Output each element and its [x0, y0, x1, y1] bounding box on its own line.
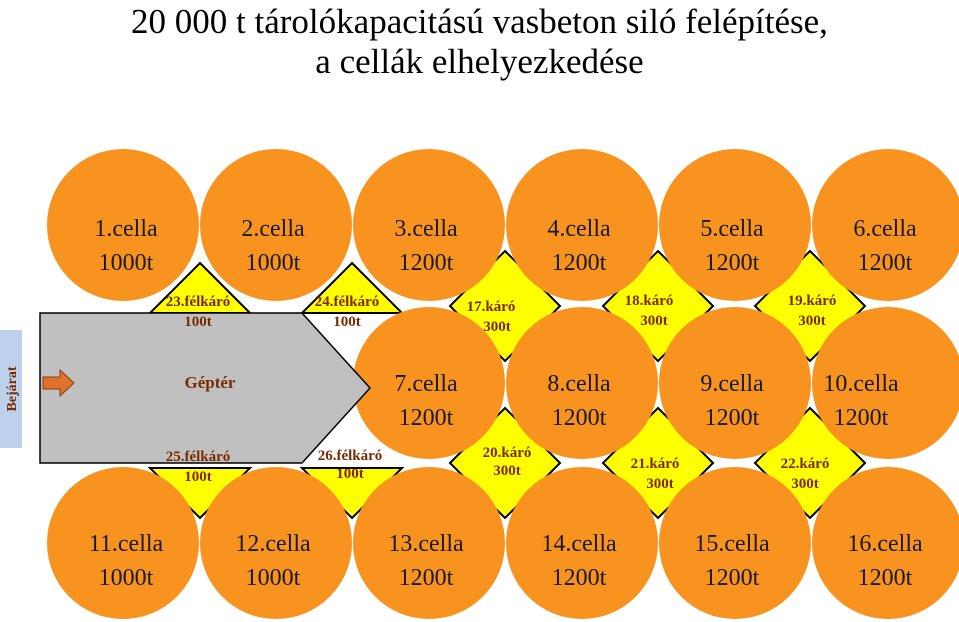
- label-layer: 1.cella 1000t 2.cella 1000t 3.cella 1200t 4.ce…: [5, 216, 923, 591]
- silo-cell: [353, 467, 505, 619]
- silo-cell: [200, 467, 352, 619]
- cell-capacity-label: 1200t: [399, 565, 454, 591]
- half-karo-name-label: 25.félkáró: [166, 449, 231, 465]
- cell-capacity-label: 1200t: [399, 405, 454, 431]
- cell-capacity-label: 1200t: [552, 405, 607, 431]
- cell-capacity-label: 1200t: [552, 565, 607, 591]
- cell-name-label: 2.cella: [241, 216, 305, 242]
- silo-cell: [659, 467, 811, 619]
- title-line-2: a cellák elhelyezkedése: [315, 42, 644, 81]
- karo-name-label: 17.káró: [467, 299, 516, 315]
- karo-capacity-label: 300t: [791, 476, 819, 492]
- cell-capacity-label: 1200t: [834, 405, 889, 431]
- half-karo-capacity-label: 100t: [184, 469, 212, 485]
- machine-room: [39, 312, 372, 464]
- karo-name-label: 20.káró: [483, 445, 532, 461]
- cell-capacity-label: 1200t: [705, 565, 760, 591]
- cell-name-label: 3.cella: [394, 216, 458, 242]
- entrance-strip: [0, 330, 22, 448]
- karo-capacity-label: 300t: [640, 313, 668, 329]
- half-karo-name-label: 26.félkáró: [318, 448, 383, 464]
- cell-capacity-label: 1000t: [246, 250, 301, 276]
- cell-capacity-label: 1200t: [705, 405, 760, 431]
- silo-cell: [812, 467, 959, 619]
- half-karo-triangle: [299, 261, 405, 314]
- machine-room-layer: [0, 312, 372, 464]
- cell-name-label: 10.cella: [823, 371, 899, 397]
- silo-cell: [659, 307, 811, 459]
- cell-layer: [47, 149, 959, 619]
- cell-name-label: 9.cella: [700, 371, 764, 397]
- karo-capacity-label: 300t: [493, 463, 521, 479]
- karo-name-label: 21.káró: [631, 456, 680, 472]
- silo-cell: [47, 467, 199, 619]
- half-karo-name-label: 23.félkáró: [166, 294, 231, 310]
- silo-cell: [200, 149, 352, 301]
- silo-cell: [812, 149, 959, 301]
- silo-cell: [812, 307, 959, 459]
- entrance-label: Bejárat: [5, 366, 20, 411]
- karo-name-label: 19.káró: [788, 293, 837, 309]
- cell-capacity-label: 1200t: [858, 250, 913, 276]
- karo-capacity-label: 300t: [798, 313, 826, 329]
- cell-name-label: 4.cella: [547, 216, 611, 242]
- cell-name-label: 6.cella: [853, 216, 917, 242]
- entrance-arrow-icon: [42, 368, 75, 398]
- cell-name-label: 14.cella: [541, 531, 617, 557]
- cell-name-label: 5.cella: [700, 216, 764, 242]
- page-title: 20 000 t tárolókapacitású vasbeton siló …: [0, 2, 959, 82]
- half-karo-capacity-label: 100t: [184, 314, 212, 330]
- half-karo-capacity-label: 100t: [333, 314, 361, 330]
- silo-cell: [353, 149, 505, 301]
- silo-cell: [506, 149, 658, 301]
- silo-cell: [659, 149, 811, 301]
- cell-capacity-label: 1200t: [858, 565, 913, 591]
- cell-capacity-label: 1000t: [246, 565, 301, 591]
- machine-room-label: Géptér: [185, 373, 236, 392]
- silo-cell: [506, 467, 658, 619]
- cell-name-label: 12.cella: [235, 531, 311, 557]
- half-karo-capacity-label: 100t: [336, 466, 364, 482]
- cell-name-label: 8.cella: [547, 371, 611, 397]
- silo-cell: [47, 149, 199, 301]
- karo-capacity-label: 300t: [483, 319, 511, 335]
- half-karo-name-label: 24.félkáró: [315, 294, 380, 310]
- cell-name-label: 15.cella: [694, 531, 770, 557]
- cell-name-label: 1.cella: [94, 216, 158, 242]
- cell-capacity-label: 1000t: [99, 250, 154, 276]
- silo-cell: [353, 307, 505, 459]
- cell-name-label: 13.cella: [388, 531, 464, 557]
- karo-capacity-label: 300t: [646, 476, 674, 492]
- cell-capacity-label: 1200t: [552, 250, 607, 276]
- title-line-1: 20 000 t tárolókapacitású vasbeton siló …: [131, 2, 828, 41]
- cell-capacity-label: 1200t: [705, 250, 760, 276]
- silo-cell: [506, 307, 658, 459]
- cell-capacity-label: 1200t: [399, 250, 454, 276]
- karo-name-label: 22.káró: [781, 456, 830, 472]
- cell-name-label: 7.cella: [394, 371, 458, 397]
- cell-capacity-label: 1000t: [99, 565, 154, 591]
- karo-name-label: 18.káró: [625, 293, 674, 309]
- cell-name-label: 11.cella: [89, 531, 164, 557]
- cell-name-label: 16.cella: [847, 531, 923, 557]
